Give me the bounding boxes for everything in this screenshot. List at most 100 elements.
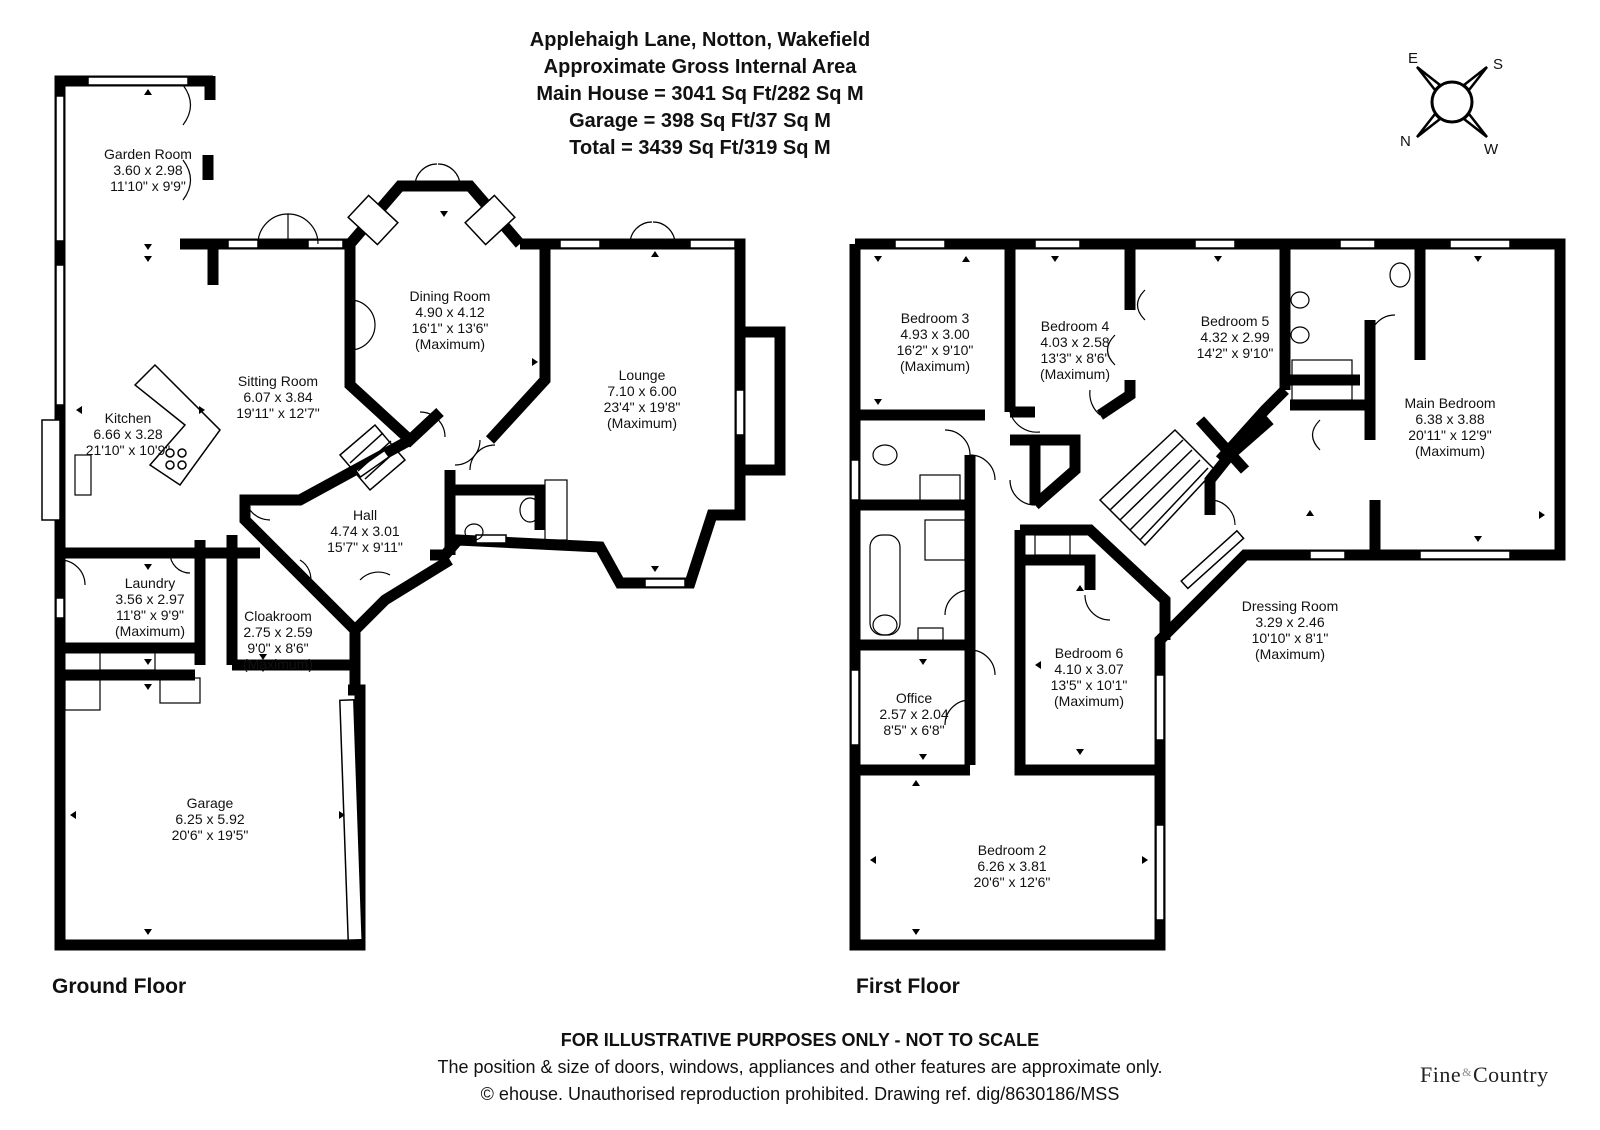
room-name: Sitting Room [237, 373, 319, 389]
room-metric: 6.66 x 3.28 [93, 426, 163, 442]
ground-floor-label: Ground Floor [52, 975, 187, 998]
address-title: Applehaigh Lane, Notton, Wakefield [529, 29, 871, 51]
room-metric: 3.56 x 2.97 [115, 591, 185, 607]
room-metric: 4.03 x 2.58 [1040, 334, 1110, 350]
first-floor-windows [850, 239, 1511, 921]
room-metric: 3.60 x 2.98 [113, 162, 183, 178]
room-imperial: 15'7" x 9'11" [327, 539, 403, 555]
room-metric: 3.29 x 2.46 [1255, 614, 1325, 630]
room-name: Bedroom 3 [900, 310, 970, 326]
room-note: (Maximum) [900, 358, 970, 374]
fine-country-logo: Fine&Country [1420, 1062, 1549, 1088]
room-imperial: 9'0" x 8'6" [247, 640, 309, 656]
room-imperial: 14'2" x 9'10" [1196, 345, 1274, 361]
approximation-note: The position & size of doors, windows, a… [437, 1057, 1163, 1077]
compass-n: N [1400, 133, 1411, 150]
room-imperial: 16'1" x 13'6" [411, 320, 489, 336]
total-area: Total = 3439 Sq Ft/319 Sq M [569, 137, 831, 159]
room-imperial: 13'3" x 8'6" [1040, 350, 1110, 366]
room-metric: 2.57 x 2.04 [879, 706, 949, 722]
room-note: (Maximum) [1254, 646, 1325, 662]
room-imperial: 13'5" x 10'1" [1050, 677, 1128, 693]
room-imperial: 16'2" x 9'10" [896, 342, 974, 358]
room-imperial: 10'10" x 8'1" [1251, 630, 1329, 646]
room-imperial: 21'10" x 10'9" [85, 442, 171, 458]
room-name: Garden Room [104, 146, 192, 162]
room-name: Bedroom 4 [1040, 318, 1110, 334]
ground-floor-walls [54, 75, 786, 951]
ground-floor-windows [41, 76, 745, 941]
room-name: Garage [186, 795, 234, 811]
sanitaryware [64, 262, 1411, 711]
room-note: (Maximum) [607, 415, 677, 431]
room-name: Bedroom 5 [1200, 313, 1270, 329]
first-floor-label: First Floor [856, 975, 960, 998]
room-note: (Maximum) [1414, 443, 1485, 459]
garage-area: Garage = 398 Sq Ft/37 Sq M [569, 110, 831, 132]
room-name: Lounge [618, 367, 666, 383]
room-metric: 6.26 x 3.81 [977, 858, 1047, 874]
staircase-first [1098, 428, 1217, 547]
compass-s: S [1493, 56, 1504, 73]
room-metric: 6.25 x 5.92 [175, 811, 245, 827]
disclaimer: FOR ILLUSTRATIVE PURPOSES ONLY - NOT TO … [560, 1030, 1040, 1050]
dimension-arrows [70, 89, 1545, 935]
room-imperial: 19'11" x 12'7" [236, 405, 320, 421]
room-metric: 4.10 x 3.07 [1054, 661, 1124, 677]
room-note: (Maximum) [415, 336, 485, 352]
room-name: Cloakroom [244, 608, 312, 624]
room-imperial: 20'11" x 12'9" [1408, 427, 1492, 443]
room-imperial: 8'5" x 6'8" [883, 722, 945, 738]
room-imperial: 11'10" x 9'9" [110, 178, 186, 194]
room-imperial: 11'8" x 9'9" [116, 607, 184, 623]
room-note: (Maximum) [243, 656, 313, 672]
brand-right: Country [1472, 1062, 1549, 1087]
room-name: Main Bedroom [1404, 395, 1496, 411]
kitchen-island [133, 363, 221, 487]
room-name: Kitchen [104, 410, 152, 426]
room-name: Bedroom 2 [977, 842, 1047, 858]
copyright-note: © ehouse. Unauthorised reproduction proh… [480, 1084, 1120, 1104]
room-metric: 6.38 x 3.88 [1415, 411, 1485, 427]
door-swings [59, 84, 1396, 726]
room-name: Hall [352, 507, 378, 523]
room-imperial: 20'6" x 12'6" [973, 874, 1051, 890]
room-metric: 4.32 x 2.99 [1200, 329, 1270, 345]
compass-w: W [1484, 141, 1499, 158]
area-subtitle: Approximate Gross Internal Area [543, 56, 857, 78]
room-name: Office [895, 690, 933, 706]
room-metric: 2.75 x 2.59 [243, 624, 313, 640]
room-name: Bedroom 6 [1054, 645, 1124, 661]
main-house-area: Main House = 3041 Sq Ft/282 Sq M [536, 83, 864, 105]
brand-left: Fine [1420, 1062, 1462, 1087]
brand-amp: & [1462, 1065, 1472, 1079]
compass-e: E [1408, 50, 1419, 67]
room-metric: 4.74 x 3.01 [330, 523, 400, 539]
room-note: (Maximum) [1040, 366, 1110, 382]
room-name: Dining Room [409, 288, 491, 304]
room-name: Laundry [124, 575, 176, 591]
room-imperial: 23'4" x 19'8" [603, 399, 681, 415]
room-note: (Maximum) [115, 623, 185, 639]
room-metric: 4.90 x 4.12 [415, 304, 485, 320]
first-floor-walls [849, 238, 1566, 951]
room-name: Dressing Room [1241, 598, 1339, 614]
compass-icon [1416, 66, 1488, 138]
room-note: (Maximum) [1054, 693, 1124, 709]
room-metric: 7.10 x 6.00 [607, 383, 677, 399]
room-metric: 6.07 x 3.84 [243, 389, 313, 405]
room-metric: 4.93 x 3.00 [900, 326, 970, 342]
